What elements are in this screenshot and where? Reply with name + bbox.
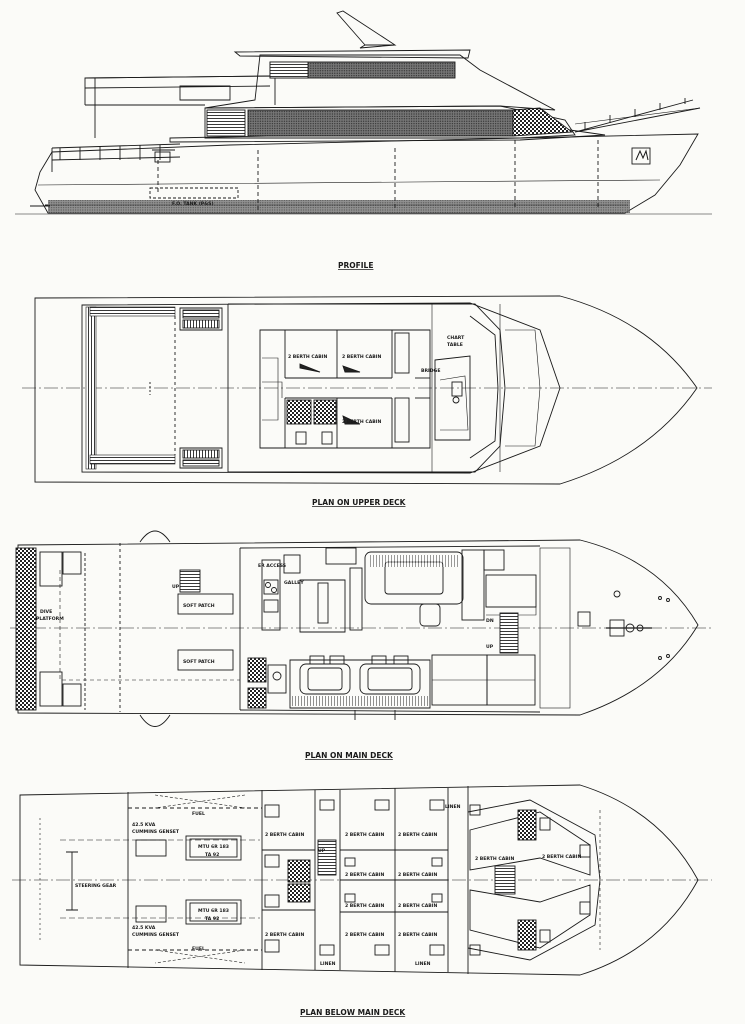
below-cabin-2: 2 BERTH CABIN: [345, 832, 384, 838]
fuel-1-label: FUEL: [192, 811, 205, 817]
below-cabin-9: 2 BERTH CABIN: [345, 932, 384, 938]
er-access-label: ER ACCESS: [258, 563, 286, 569]
steering-gear-label: STEERING GEAR: [75, 883, 117, 889]
upper-cabin-2-label: 2 BERTH CABIN: [342, 354, 381, 360]
genset-2-name-label: CUMMINS GENSET: [132, 932, 180, 938]
table-label: TABLE: [447, 342, 463, 348]
engine-1-model-label: MTU 6R 183: [198, 844, 229, 850]
fuel-2-label: FUEL: [192, 946, 205, 952]
upper-deck-plan: [22, 295, 712, 485]
below-up-label: UP: [318, 848, 326, 854]
below-cabin-6: 2 BERTH CABIN: [345, 903, 384, 909]
labels: F.O. TANK (P&S) PROFILE 2 BERTH CABIN 2 …: [36, 201, 581, 1017]
below-cabin-1: 2 BERTH CABIN: [265, 832, 304, 838]
genset-2-kva-label: 42.5 KVA: [132, 925, 156, 931]
upper-cabin-3-label: 2 BERTH CABIN: [342, 419, 381, 425]
main-up2-label: UP: [486, 644, 494, 650]
engine-2-model-label: MTU 6R 183: [198, 908, 229, 914]
fuel-tank-label: F.O. TANK (P&S): [172, 201, 214, 207]
linen-1-label: LINEN: [445, 804, 461, 810]
below-main-deck-plan: [12, 784, 712, 976]
below-cabin-7: 2 BERTH CABIN: [398, 903, 437, 909]
below-deck-title: PLAN BELOW MAIN DECK: [300, 1008, 406, 1017]
below-cabin-12: 2 BERTH CABIN: [542, 854, 581, 860]
platform-label: PLATFORM: [36, 616, 64, 622]
soft-patch-2-label: SOFT PATCH: [183, 659, 215, 665]
upper-deck-title: PLAN ON UPPER DECK: [312, 498, 407, 507]
engine-1-ta-label: TA 92: [205, 852, 219, 858]
below-cabin-10: 2 BERTH CABIN: [398, 932, 437, 938]
below-cabin-11: 2 BERTH CABIN: [475, 856, 514, 862]
bridge-label: BRIDGE: [421, 368, 440, 374]
chart-label: CHART: [447, 335, 465, 341]
below-cabin-4: 2 BERTH CABIN: [345, 872, 384, 878]
genset-1-name-label: CUMMINS GENSET: [132, 829, 180, 835]
soft-patch-1-label: SOFT PATCH: [183, 603, 215, 609]
dive-label: DIVE: [40, 609, 52, 615]
below-cabin-5: 2 BERTH CABIN: [398, 872, 437, 878]
linen-2-label: LINEN: [320, 961, 336, 967]
linen-3-label: LINEN: [415, 961, 431, 967]
main-dn-label: DN: [486, 618, 494, 624]
genset-1-kva-label: 42.5 KVA: [132, 822, 156, 828]
main-deck-plan: [10, 530, 712, 727]
engine-2-ta-label: TA 92: [205, 916, 219, 922]
galley-label: GALLEY: [284, 580, 304, 586]
profile-title: PROFILE: [338, 261, 373, 270]
below-cabin-3: 2 BERTH CABIN: [398, 832, 437, 838]
profile-view: [15, 10, 712, 215]
below-cabin-8: 2 BERTH CABIN: [265, 932, 304, 938]
upper-cabin-1-label: 2 BERTH CABIN: [288, 354, 327, 360]
main-up-label: UP: [172, 584, 180, 590]
main-deck-title: PLAN ON MAIN DECK: [305, 751, 394, 760]
